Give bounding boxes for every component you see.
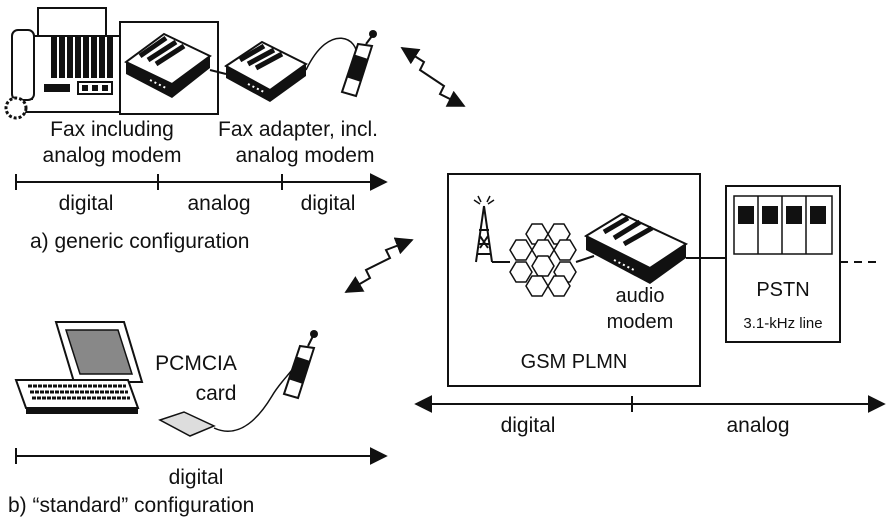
audio-modem-line2: modem <box>607 311 674 333</box>
radio-link-icon <box>400 47 466 107</box>
adapter-label-line1: Fax adapter, incl. <box>218 118 378 141</box>
network-segment-digital: digital <box>501 414 556 437</box>
pcmcia-card-icon <box>158 411 216 437</box>
gsm-plmn-label: GSM PLMN <box>521 351 628 373</box>
phone-cable <box>213 363 297 432</box>
pstn-label: PSTN <box>756 279 809 301</box>
phone-cable <box>305 37 358 71</box>
antenna-tower-icon <box>473 195 495 263</box>
modem-icon <box>224 40 308 102</box>
mobile-phone-icon <box>340 30 377 98</box>
pcmcia-label-line2: card <box>196 382 237 405</box>
top-segment-digital-1: digital <box>59 192 114 215</box>
top-axis <box>15 173 388 191</box>
fax-label-line1: Fax including <box>50 118 174 141</box>
pstn-exchange-icon <box>733 195 833 255</box>
top-segment-analog: analog <box>187 192 250 215</box>
pcmcia-label-line1: PCMCIA <box>155 352 237 375</box>
network-axis <box>414 395 886 413</box>
bottom-axis <box>15 447 388 465</box>
pstn-sublabel: 3.1-kHz line <box>743 315 822 332</box>
radio-link-icon <box>344 237 414 293</box>
top-segment-digital-2: digital <box>301 192 356 215</box>
adapter-label-line2: analog modem <box>236 144 375 167</box>
modem-icon <box>583 212 689 284</box>
modem-icon <box>124 32 212 98</box>
laptop-icon <box>14 321 144 414</box>
bottom-caption: b) “standard” configuration <box>8 494 254 517</box>
audio-modem-line1: audio <box>616 285 665 307</box>
bottom-segment-digital: digital <box>169 466 224 489</box>
top-caption: a) generic configuration <box>30 230 249 253</box>
gsm-plmn-box <box>447 173 701 387</box>
fax-label-line2: analog modem <box>43 144 182 167</box>
fax-machine-icon <box>4 7 121 120</box>
network-segment-analog: analog <box>726 414 789 437</box>
fax-modem-box <box>119 21 219 115</box>
cell-hexagons-icon <box>509 223 577 297</box>
mobile-phone-icon <box>282 330 318 400</box>
